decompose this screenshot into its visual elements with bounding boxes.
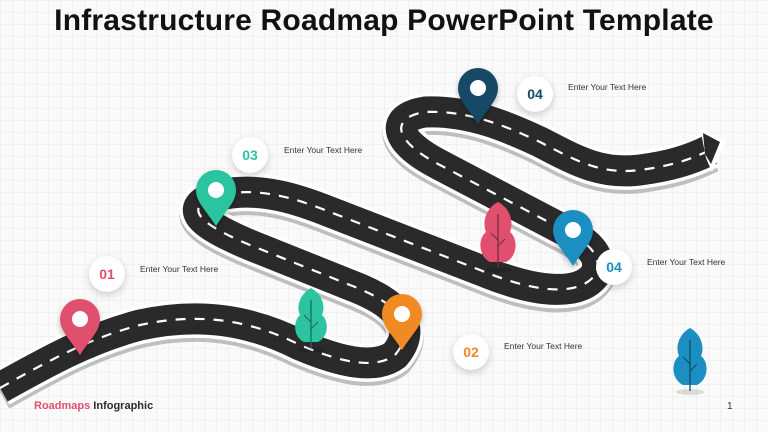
milestone-number: 04: [527, 86, 543, 102]
milestone-number: 02: [463, 344, 479, 360]
map-pin-icon-03: [196, 170, 236, 226]
milestone-badge-03: 03: [232, 137, 268, 173]
tree-green: [295, 288, 327, 353]
map-pin-icon-01: [60, 299, 100, 355]
page-number: 1: [727, 401, 733, 412]
tree-pink: [480, 202, 516, 273]
footer-brand: Roadmaps Infographic: [34, 400, 153, 412]
milestone-caption-04: Enter Your Text Here: [647, 257, 726, 267]
milestone-badge-02: 02: [453, 334, 489, 370]
milestone-number: 04: [606, 259, 622, 275]
map-pin-icon-02: [382, 294, 422, 350]
milestone-caption-01: Enter Your Text Here: [140, 264, 219, 274]
milestone-number: 03: [242, 147, 258, 163]
milestone-badge-05: 04: [517, 76, 553, 112]
milestone-caption-05: Enter Your Text Here: [568, 82, 647, 92]
footer-brand-part2: Infographic: [90, 400, 154, 412]
milestone-caption-02: Enter Your Text Here: [504, 341, 583, 351]
milestone-number: 01: [99, 266, 115, 282]
map-pin-icon-04: [553, 210, 593, 266]
tree-blue: [673, 328, 707, 395]
milestone-badge-04: 04: [596, 249, 632, 285]
milestone-badge-01: 01: [89, 256, 125, 292]
footer-brand-part1: Roadmaps: [34, 400, 91, 412]
slide-title: Infrastructure Roadmap PowerPoint Templa…: [54, 4, 714, 37]
milestone-caption-03: Enter Your Text Here: [284, 145, 363, 155]
map-pin-icon-05: [458, 68, 498, 124]
road-arrow-head-fill: [703, 133, 720, 164]
road-lane-markings: [0, 110, 711, 389]
